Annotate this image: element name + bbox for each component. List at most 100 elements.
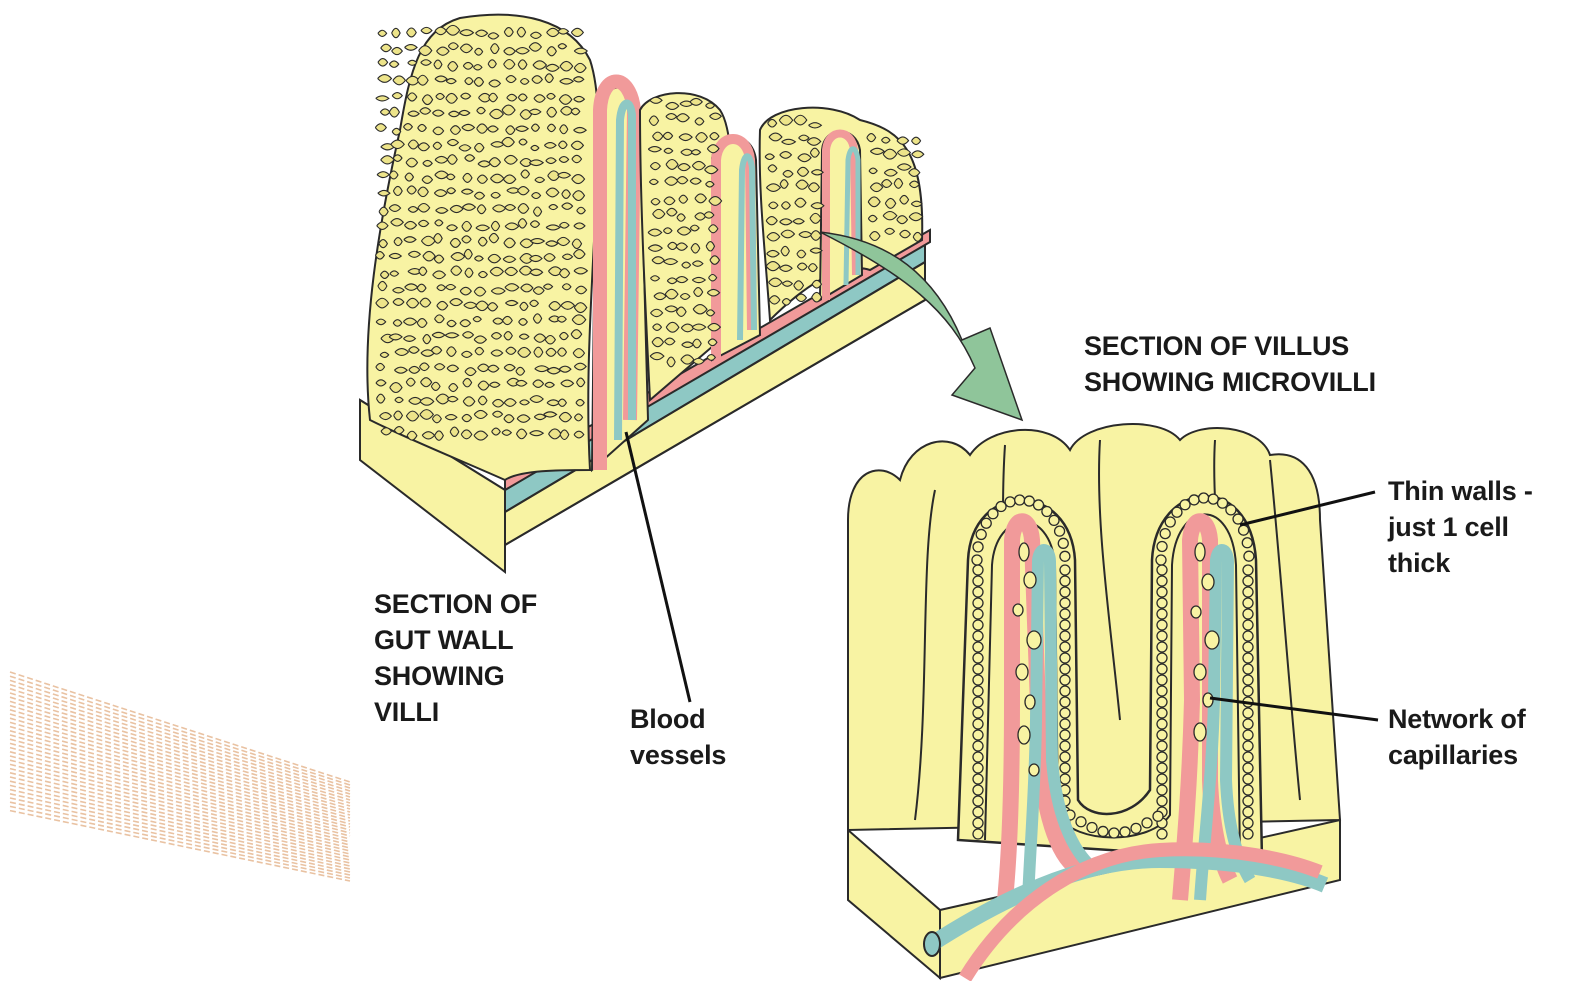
microvillus-loop [460,287,471,295]
microvillus-loop [532,76,542,84]
microvillus-loop [690,178,701,184]
label-villus-section: SECTION OF VILLUS SHOWING MICROVILLI [1084,328,1376,400]
microvillus-loop [378,190,390,195]
microvillus-loop [447,188,456,194]
microvillus-loop [493,318,503,324]
microvillus-loop [558,348,567,356]
microvillus-loop [534,95,545,103]
microvillus-loop [395,397,403,402]
microvillus-loop [431,382,440,390]
microvillus-loop [546,225,560,230]
microvillus-loop [475,48,483,55]
microvillus-loop [407,431,417,440]
capillary-hole [1018,726,1030,744]
microvillus-loop [574,127,587,132]
microvillus-loop [434,190,447,197]
microvillus-loop [799,135,809,141]
microvillus-loop [491,333,501,340]
cell-bump [1157,609,1167,619]
microvillus-loop [436,208,448,214]
microvillus-loop [450,205,463,212]
microvillus-loop [463,62,473,69]
microvillus-loop [666,114,677,120]
microvillus-loop [407,28,417,37]
cell-bump [1060,752,1070,762]
cell-bump [973,785,983,795]
microvillus-loop [408,111,419,116]
microvillus-loop [682,342,694,347]
microvillus-loop [435,76,447,82]
cell-bump [1060,664,1070,674]
microvillus-loop [768,165,777,172]
microvillus-loop [465,78,473,85]
microvillus-loop [375,252,384,260]
microvillus-loop [448,43,458,50]
microvillus-loop [574,431,584,438]
microvillus-loop [381,428,391,435]
microvillus-loop [488,303,498,311]
cell-bump [1233,514,1243,524]
microvillus-loop [517,27,525,37]
microvillus-loop [392,47,403,54]
microvillus-loop [690,98,702,105]
cell-bump [1243,829,1253,839]
cell-bump [1242,538,1252,548]
microvillus-loop [435,431,444,440]
microvillus-loop [665,338,675,345]
microvillus-loop [464,249,472,259]
cell-bump [973,719,983,729]
microvillus-loop [423,160,432,166]
microvillus-loop [377,394,385,403]
microvillus-loop [478,364,490,371]
cell-bump [1243,664,1253,674]
microvillus-loop [706,103,715,108]
cell-bump [1060,708,1070,718]
microvillus-loop [913,232,922,241]
microvillus-loop [781,202,790,209]
cell-bump [1157,719,1167,729]
microvillus-loop [503,256,515,262]
microvillus-loop [562,254,572,259]
microvillus-loop [654,293,666,300]
microvillus-loop [516,126,529,131]
microvillus-loop [882,180,892,188]
microvillus-loop [562,284,571,290]
microvillus-loop [378,30,387,36]
microvillus-loop [562,190,571,199]
microvillus-loop [676,243,687,250]
cell-bump [1243,587,1253,597]
cell-bump [1157,664,1167,674]
microvillus-loop [393,320,402,327]
microvillus-loop [462,236,471,243]
microvillus-loop [516,380,527,386]
cell-bump [1157,675,1167,685]
microvillus-loop [447,365,458,372]
cell-bump [1157,697,1167,707]
microvillus-loop [678,164,690,171]
cell-bump [1060,576,1070,586]
cell-bump [1060,620,1070,630]
microvillus-loop [409,347,420,354]
cell-bump [973,796,983,806]
stripe-line [10,714,350,812]
cell-bump [1060,587,1070,597]
gut-wall-section [360,15,930,572]
stripe-line [10,794,350,869]
microvillus-loop [560,430,569,440]
microvillus-loop [797,263,807,270]
microvillus-loop [529,160,543,166]
microvillus-loop [900,195,909,204]
microvillus-loop [474,256,483,261]
microvillus-loop [434,255,444,263]
microvillus-loop [545,74,553,83]
microvillus-loop [782,281,792,286]
microvillus-loop [521,170,530,178]
microvillus-loop [381,44,392,51]
stripe-line [10,685,350,791]
microvillus-loop [504,48,516,55]
microvillus-loop [545,336,555,344]
cell-bump [1024,496,1034,506]
microvillus-loop [491,350,503,356]
microvillus-loop [473,65,481,70]
